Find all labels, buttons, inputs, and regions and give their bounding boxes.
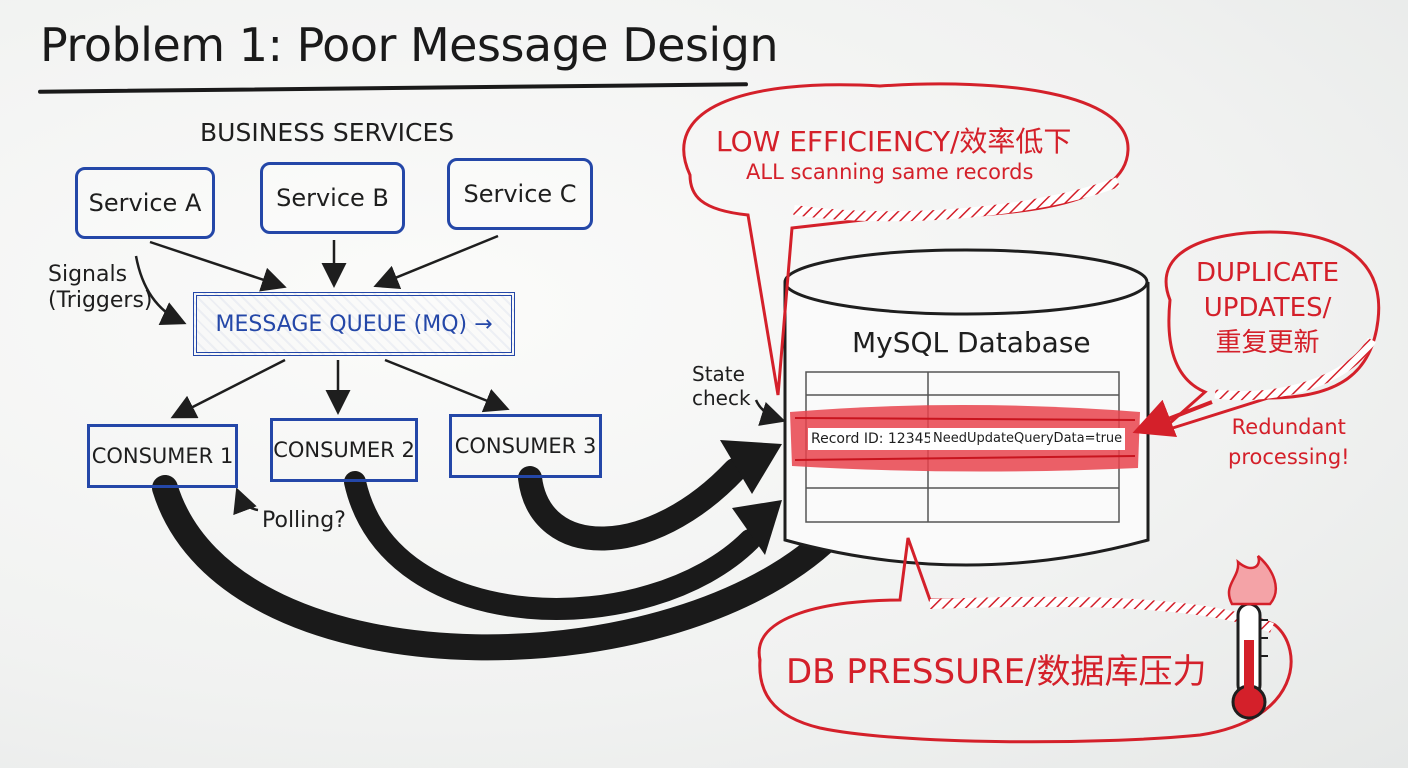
heavy-arrow-consumer-3 bbox=[518, 458, 747, 551]
signals-note-line-1: Signals bbox=[48, 262, 128, 287]
service-b-box: Service B bbox=[260, 162, 405, 234]
consumer-1-box: CONSUMER 1 bbox=[87, 424, 238, 488]
service-a-box: Service A bbox=[75, 167, 215, 239]
state-check-note: State check bbox=[692, 362, 751, 410]
thermometer-icon bbox=[1231, 602, 1268, 720]
db-pressure-callout bbox=[757, 537, 1293, 744]
duplicate-updates-line-3: 重复更新 bbox=[1215, 328, 1320, 358]
heavy-arrow-consumer-1 bbox=[152, 475, 858, 661]
arrow-state-check bbox=[754, 399, 786, 426]
polling-note: Polling? bbox=[262, 508, 346, 533]
record-id-cell: Record ID: 12345 bbox=[808, 428, 936, 450]
arrow-to-record bbox=[1132, 399, 1213, 438]
heavy-arrowhead-2 bbox=[732, 500, 782, 555]
consumer-2-box: CONSUMER 2 bbox=[270, 418, 418, 482]
duplicate-updates-callout bbox=[1132, 230, 1381, 438]
heavy-arrowhead-3 bbox=[720, 440, 782, 494]
fire-icon bbox=[1227, 555, 1277, 606]
heavy-arrow-consumer-2 bbox=[344, 471, 761, 620]
signals-note: Signals (Triggers) bbox=[48, 262, 153, 314]
state-check-line-1: State bbox=[692, 362, 745, 386]
page-title: Problem 1: Poor Message Design bbox=[40, 18, 779, 72]
low-efficiency-heading: LOW EFFICIENCY/效率低下 bbox=[716, 125, 1072, 158]
low-efficiency-sub: ALL scanning same records bbox=[746, 160, 1034, 184]
redundant-processing-note: Redundant processing! bbox=[1228, 412, 1350, 472]
record-flag-cell: NeedUpdateQueryData=true bbox=[930, 428, 1126, 450]
arrow-polling bbox=[233, 487, 259, 516]
db-pressure-text: DB PRESSURE/数据库压力 bbox=[786, 652, 1207, 692]
redundant-line-1: Redundant bbox=[1231, 415, 1346, 439]
arrow-service-c bbox=[373, 234, 499, 290]
service-c-box: Service C bbox=[447, 158, 593, 230]
message-queue-box: MESSAGE QUEUE (MQ) → bbox=[193, 292, 515, 356]
redundant-line-2: processing! bbox=[1228, 445, 1350, 469]
state-check-line-2: check bbox=[692, 386, 751, 410]
duplicate-updates-line-2: UPDATES/ bbox=[1203, 293, 1332, 323]
service-to-queue-arrows bbox=[134, 234, 499, 325]
arrow-consumer-3 bbox=[384, 358, 510, 413]
database-title: MySQL Database bbox=[852, 326, 1091, 359]
duplicate-updates-text: DUPLICATE UPDATES/ 重复更新 bbox=[1196, 256, 1339, 361]
arrow-service-a bbox=[149, 240, 287, 292]
arrow-consumer-1 bbox=[170, 358, 286, 419]
consumer-3-box: CONSUMER 3 bbox=[449, 414, 602, 478]
signals-note-line-2: (Triggers) bbox=[48, 288, 153, 313]
business-services-label: BUSINESS SERVICES bbox=[200, 118, 455, 147]
arrow-signals bbox=[134, 255, 187, 325]
duplicate-updates-line-1: DUPLICATE bbox=[1196, 258, 1340, 288]
low-efficiency-callout bbox=[682, 82, 1130, 396]
queue-to-consumer-arrows bbox=[170, 358, 786, 516]
